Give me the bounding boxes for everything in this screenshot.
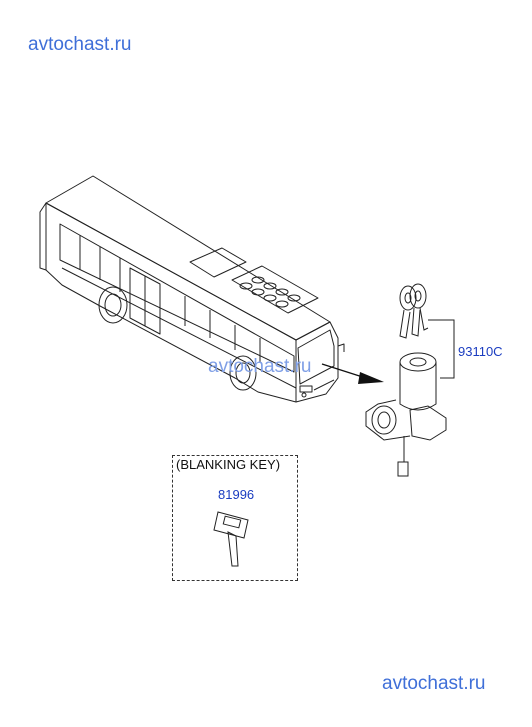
pointer-arrow <box>321 363 384 384</box>
watermark-middle: avtochast.ru <box>208 356 312 377</box>
keys-illustration <box>399 283 429 339</box>
blanking-key-box <box>172 455 298 581</box>
part-number-ignition-lock-set[interactable]: 93110C <box>458 344 503 359</box>
watermark-top: avtochast.ru <box>28 34 132 55</box>
watermark-bottom: avtochast.ru <box>382 673 486 694</box>
ignition-lock-illustration <box>365 352 447 477</box>
blanking-key-caption: (BLANKING KEY) <box>176 457 281 472</box>
callout-bracket-93110c <box>428 319 455 379</box>
bus-illustration <box>39 175 345 403</box>
part-number-blanking-key[interactable]: 81996 <box>218 487 255 502</box>
blanking-key-illustration <box>213 511 249 567</box>
